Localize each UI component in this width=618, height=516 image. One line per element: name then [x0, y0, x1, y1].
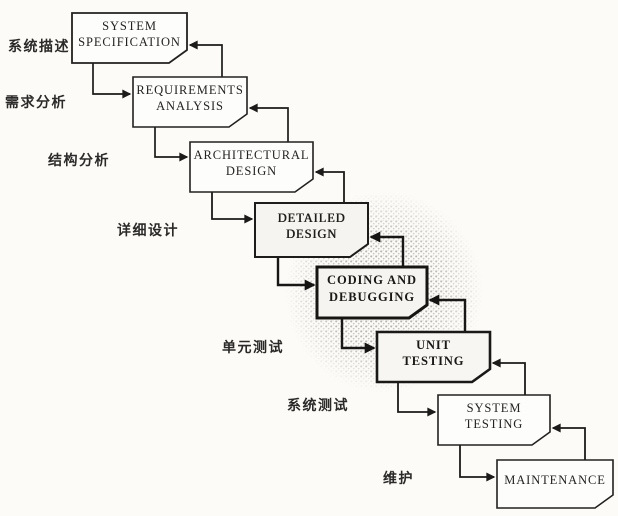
- feedback-arrow-5: [428, 294, 467, 332]
- stage-text-line: DETAILED: [277, 210, 346, 225]
- forward-arrow-7: [459, 445, 496, 482]
- side-label-system-description: 系统描述: [8, 38, 70, 54]
- forward-arrow-4: [276, 257, 316, 291]
- feedback-arrow-6: [491, 358, 526, 395]
- forward-arrow-1: [92, 63, 132, 99]
- side-label-detailed-design: 详细设计: [117, 222, 179, 238]
- stage-detailed-design: DETAILED DESIGN: [255, 203, 368, 257]
- stage-shape-system-testing: [437, 394, 551, 446]
- feedback-arrow-1: [188, 40, 223, 77]
- stage-text-line: DESIGN: [225, 164, 278, 178]
- stage-unit-testing: UNIT TESTING: [377, 332, 490, 382]
- stage-shape-system-specification: [71, 12, 188, 64]
- stage-text-line: DESIGN: [285, 227, 338, 241]
- side-label-structure-analysis: 结构分析: [48, 152, 110, 168]
- stage-shape-architectural-design: [189, 141, 314, 193]
- side-label-system-testing: 系统测试: [287, 397, 349, 413]
- stage-maintenance: MAINTENANCE: [497, 460, 613, 508]
- stage-text-line: MAINTENANCE: [504, 472, 606, 487]
- stage-shape-detailed-design: [254, 202, 369, 258]
- stage-text-line: SYSTEM: [466, 400, 522, 415]
- forward-arrow-3: [211, 192, 254, 224]
- stage-system-testing: SYSTEM TESTING: [438, 395, 550, 445]
- feedback-arrow-7: [551, 423, 586, 460]
- forward-arrow-5: [340, 318, 376, 354]
- stage-text-line: SYSTEM: [102, 18, 157, 33]
- feedback-arrow-4: [369, 231, 405, 267]
- stage-text-line: ANALYSIS: [156, 99, 224, 113]
- stage-shape-requirements-analysis: [132, 76, 248, 128]
- feedback-arrow-2: [248, 103, 289, 142]
- stage-requirements-analysis: REQUIREMENTS ANALYSIS: [133, 77, 247, 127]
- forward-arrow-6: [397, 382, 437, 417]
- feedback-arrow-3: [314, 167, 345, 203]
- stage-text-line: TESTING: [464, 417, 524, 431]
- stage-text-line: SPECIFICATION: [78, 35, 181, 49]
- stage-text-line: TESTING: [402, 354, 465, 368]
- side-label-maintenance: 维护: [383, 470, 414, 486]
- stage-architectural-design: ARCHITECTURAL DESIGN: [190, 142, 313, 192]
- stage-text-line: ARCHITECTURAL: [193, 147, 310, 162]
- stage-text-line: DEBUGGING: [329, 289, 415, 304]
- stage-text-line: CODING AND: [327, 273, 417, 287]
- side-label-requirements-analysis: 需求分析: [5, 94, 67, 110]
- stage-shape-unit-testing: [375, 330, 492, 384]
- forward-arrow-2: [154, 127, 189, 162]
- stage-system-specification: SYSTEM SPECIFICATION: [72, 13, 187, 63]
- stage-shape-coding-and-debugging: [315, 265, 429, 320]
- side-label-unit-testing: 单元测试: [222, 339, 284, 355]
- stage-text-line: REQUIREMENTS: [136, 82, 244, 97]
- stage-text-line: UNIT: [416, 337, 451, 352]
- stage-shape-maintenance: [496, 459, 614, 509]
- stage-coding-and-debugging: CODING AND DEBUGGING: [317, 267, 427, 318]
